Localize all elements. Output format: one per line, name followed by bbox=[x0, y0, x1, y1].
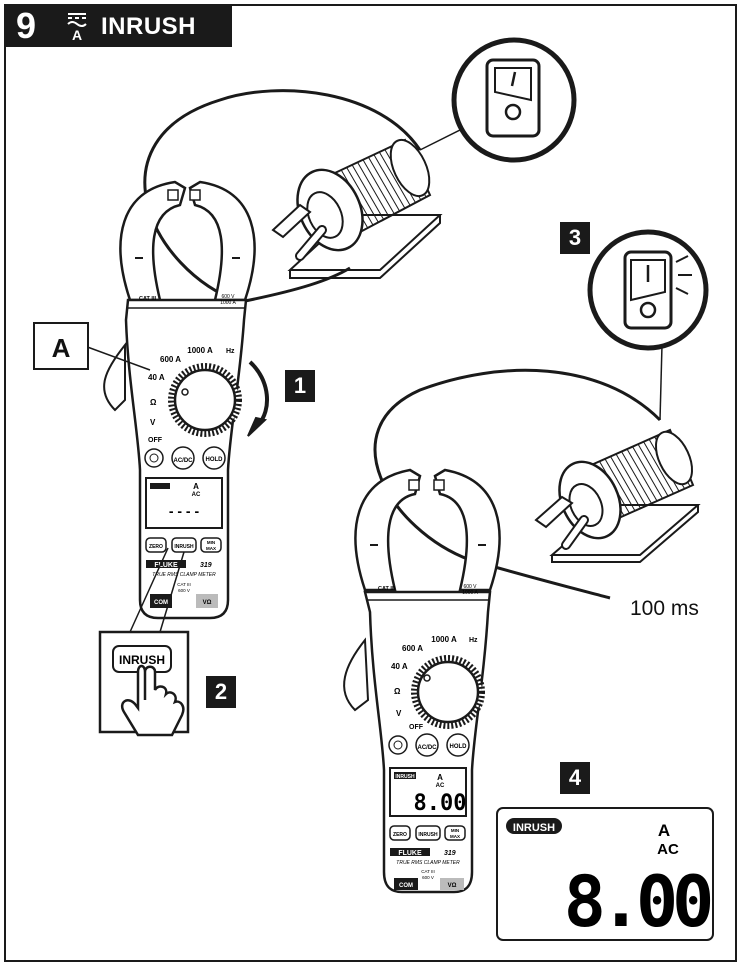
max-button-left: MAX bbox=[206, 546, 216, 551]
section-title: INRUSH bbox=[101, 13, 197, 40]
jaw-cat-label: CAT III bbox=[139, 296, 156, 302]
dial-1000a-label-right: 1000 A bbox=[431, 635, 457, 644]
press-inrush-button-label: INRUSH bbox=[119, 653, 165, 667]
clamp-meter-left: CAT III 600 V 1000 A 1000 A Hz 600 A 40 … bbox=[103, 180, 256, 620]
svg-text:A: A bbox=[72, 27, 82, 42]
jaw-rating-v: 600 V bbox=[221, 294, 235, 300]
display-badge-right: INRUSH bbox=[395, 774, 415, 780]
acdc-button-left: AC/DC bbox=[174, 458, 194, 464]
hold-button-right: HOLD bbox=[450, 744, 468, 750]
dial-volt-label-right: V bbox=[396, 709, 402, 718]
cable-top bbox=[143, 89, 422, 304]
jaw-rating-v-right: 600 V bbox=[463, 584, 477, 590]
inrush-button-right: INRUSH bbox=[418, 832, 438, 838]
callout-a: A bbox=[33, 322, 89, 370]
zero-button-left: ZERO bbox=[149, 544, 163, 550]
terminal-cat-left: CAT III bbox=[177, 582, 191, 587]
brand-right: FLUKE bbox=[398, 850, 422, 857]
dial-40a-label-right: 40 A bbox=[391, 662, 408, 671]
timing-label: 100 ms bbox=[630, 597, 699, 620]
display-unit-left: A bbox=[193, 482, 199, 491]
dial-hz-label: Hz bbox=[226, 348, 235, 355]
terminal-cat-right: CAT III bbox=[421, 869, 435, 874]
display-reading-right: 8.00 bbox=[414, 791, 467, 816]
dial-ohm-label: Ω bbox=[150, 398, 157, 407]
callout-a-leader bbox=[81, 344, 151, 371]
vohm-terminal-left: VΩ bbox=[203, 600, 212, 606]
section-number: 9 bbox=[16, 5, 37, 46]
acdc-button-right: AC/DC bbox=[418, 745, 438, 751]
jaw-cat-label-right: CAT III bbox=[378, 586, 395, 592]
zoom-reading: 8.00 bbox=[564, 861, 710, 943]
min-button-right: MIN bbox=[451, 828, 459, 833]
dial-off-label: OFF bbox=[148, 437, 163, 444]
zoom-ac: AC bbox=[657, 841, 679, 858]
terminal-volt-right: 600 V bbox=[422, 875, 434, 880]
display-idle-dashes: - - - - bbox=[169, 503, 200, 519]
hold-button-left: HOLD bbox=[206, 457, 224, 463]
max-button-right: MAX bbox=[450, 834, 460, 839]
model-left: 319 bbox=[200, 562, 212, 569]
dial-off-label-right: OFF bbox=[409, 724, 424, 731]
com-terminal-right: COM bbox=[399, 883, 413, 889]
step-3-badge: 3 bbox=[560, 222, 590, 254]
vohm-terminal-right: VΩ bbox=[448, 883, 457, 889]
motor-off bbox=[271, 138, 443, 279]
switch-off-callout bbox=[419, 37, 577, 163]
min-button-left: MIN bbox=[207, 540, 215, 545]
subtitle-right: TRUE RMS CLAMP METER bbox=[396, 860, 460, 866]
motor-on bbox=[534, 428, 701, 563]
step-1-badge: 1 bbox=[285, 370, 315, 402]
zoom-unit: A bbox=[658, 821, 670, 840]
rotation-arrow bbox=[248, 360, 270, 427]
jaw-rating-a: 1000 A bbox=[220, 300, 236, 306]
diagram-frame bbox=[4, 4, 737, 962]
display-zoom: INRUSH A AC 8.00 bbox=[496, 807, 716, 943]
step-4-badge: 4 bbox=[560, 762, 590, 794]
dial-600a-label-right: 600 A bbox=[402, 644, 423, 653]
display-ac-left: AC bbox=[192, 492, 201, 498]
ac-dc-amps-icon: A bbox=[67, 13, 87, 42]
display-ac-right: AC bbox=[436, 783, 445, 789]
step-2-badge: 2 bbox=[206, 676, 236, 708]
dial-hz-label-right: Hz bbox=[469, 637, 478, 644]
subtitle-left: TRUE RMS CLAMP METER bbox=[152, 572, 216, 578]
dial-600a-label: 600 A bbox=[160, 355, 181, 364]
inrush-button-left: INRUSH bbox=[174, 544, 194, 550]
switch-on-callout bbox=[587, 229, 709, 351]
terminal-volt-left: 600 V bbox=[178, 588, 190, 593]
zero-button-right: ZERO bbox=[393, 832, 407, 838]
dial-volt-label: V bbox=[150, 418, 156, 427]
jaw-rating-a-right: 1000 A bbox=[462, 590, 478, 596]
model-right: 319 bbox=[444, 850, 456, 857]
press-inrush-inset: INRUSH bbox=[98, 630, 190, 737]
cable-right bbox=[373, 368, 662, 562]
dial-ohm-label-right: Ω bbox=[394, 687, 401, 696]
display-unit-right: A bbox=[437, 773, 443, 782]
dial-40a-label: 40 A bbox=[148, 373, 165, 382]
section-header: 9 A INRUSH bbox=[4, 4, 232, 47]
com-terminal-left: COM bbox=[154, 600, 168, 606]
dial-1000a-label: 1000 A bbox=[187, 346, 213, 355]
clamp-meter-right: CAT III 600 V 1000 A 1000 A Hz 600 A 40 … bbox=[343, 468, 501, 894]
zoom-badge: INRUSH bbox=[513, 822, 555, 834]
brand-left: FLUKE bbox=[154, 562, 178, 569]
